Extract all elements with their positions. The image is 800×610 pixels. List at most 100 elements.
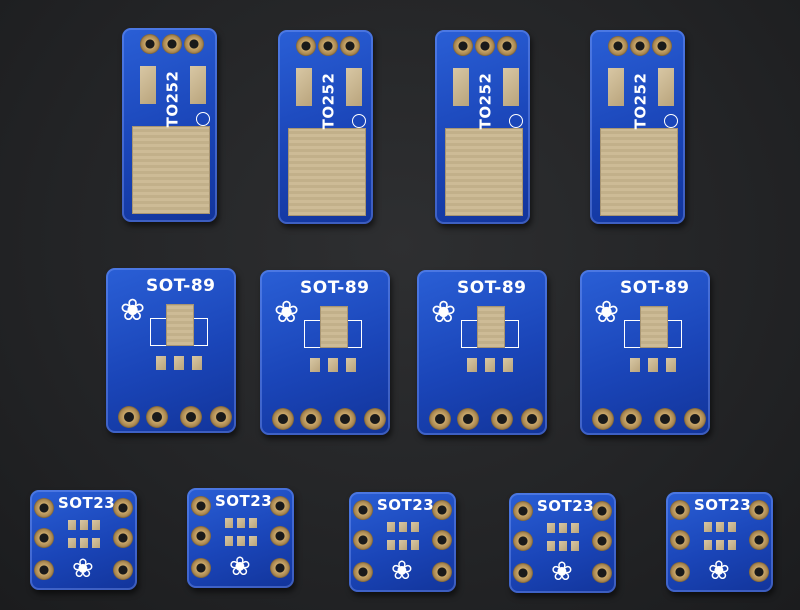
thermal-pad: [288, 128, 366, 216]
solder-hole: [34, 498, 54, 518]
solder-hole: [684, 408, 706, 430]
solder-hole: [654, 408, 676, 430]
solder-hole: [353, 562, 373, 582]
smd-pad: [630, 358, 640, 372]
smd-pad: [387, 540, 395, 550]
adafruit-star-icon: ❀: [120, 293, 146, 328]
smd-pad: [68, 520, 76, 530]
smd-pad: [559, 523, 567, 533]
solder-hole: [432, 530, 452, 550]
solder-hole: [592, 501, 612, 521]
sot89-breakout-board: SOT-89❀: [580, 270, 710, 435]
solder-hole: [146, 406, 168, 428]
solder-hole: [592, 531, 612, 551]
solder-hole: [670, 500, 690, 520]
smd-pad: [387, 522, 395, 532]
solder-hole: [353, 530, 373, 550]
smd-pad: [140, 66, 156, 104]
solder-hole: [630, 36, 650, 56]
smd-pad: [174, 356, 184, 370]
smd-pad: [225, 536, 233, 546]
sot89-breakout-board: SOT-89❀: [260, 270, 390, 435]
solder-hole: [34, 560, 54, 580]
thermal-pad: [132, 126, 210, 214]
package-label: TO252: [163, 70, 182, 128]
solder-hole: [270, 558, 290, 578]
solder-hole: [475, 36, 495, 56]
to252-breakout-board: TO252: [435, 30, 530, 224]
tab-pad: [320, 306, 348, 348]
smd-pad: [346, 358, 356, 372]
solder-hole: [749, 562, 769, 582]
package-label: SOT23: [537, 497, 595, 515]
package-label: TO252: [631, 72, 650, 130]
package-label: SOT23: [694, 496, 752, 514]
smd-pad: [237, 536, 245, 546]
solder-hole: [300, 408, 322, 430]
package-label: SOT-89: [146, 276, 216, 296]
sot89-breakout-board: SOT-89❀: [106, 268, 236, 433]
smd-pad: [547, 523, 555, 533]
solder-hole: [608, 36, 628, 56]
smd-pad: [716, 522, 724, 532]
solder-hole: [296, 36, 316, 56]
smd-pad: [728, 522, 736, 532]
sot23-breakout-board: SOT23❀: [30, 490, 137, 590]
pin1-marker: [196, 112, 210, 126]
solder-hole: [270, 496, 290, 516]
solder-hole: [34, 528, 54, 548]
adafruit-star-icon: ❀: [72, 554, 94, 584]
smd-pad: [559, 541, 567, 551]
adafruit-star-icon: ❀: [391, 556, 413, 586]
solder-hole: [432, 562, 452, 582]
to252-breakout-board: TO252: [278, 30, 373, 224]
solder-hole: [162, 34, 182, 54]
package-label: SOT23: [215, 492, 273, 510]
solder-hole: [670, 562, 690, 582]
solder-hole: [118, 406, 140, 428]
solder-hole: [432, 500, 452, 520]
solder-hole: [513, 501, 533, 521]
smd-pad: [704, 540, 712, 550]
adafruit-star-icon: ❀: [274, 295, 300, 330]
tab-pad: [166, 304, 194, 346]
smd-pad: [296, 68, 312, 106]
sot23-breakout-board: SOT23 ❀: [509, 493, 616, 593]
solder-hole: [620, 408, 642, 430]
smd-pad: [571, 523, 579, 533]
smd-pad: [716, 540, 724, 550]
adafruit-star-icon: ❀: [551, 557, 573, 587]
solder-hole: [592, 563, 612, 583]
tab-pad: [640, 306, 668, 348]
smd-pad: [658, 68, 674, 106]
solder-hole: [334, 408, 356, 430]
smd-pad: [328, 358, 338, 372]
solder-hole: [749, 500, 769, 520]
package-label: SOT-89: [457, 278, 527, 298]
adafruit-star-icon: ❀: [594, 295, 620, 330]
smd-pad: [503, 68, 519, 106]
smd-pad: [704, 522, 712, 532]
solder-hole: [113, 498, 133, 518]
solder-hole: [453, 36, 473, 56]
package-label: SOT23: [377, 496, 435, 514]
smd-pad: [399, 540, 407, 550]
solder-hole: [592, 408, 614, 430]
package-label: SOT-89: [300, 278, 370, 298]
to252-breakout-board: TO252: [122, 28, 217, 222]
smd-pad: [80, 538, 88, 548]
solder-hole: [521, 408, 543, 430]
smd-pad: [237, 518, 245, 528]
sot23-breakout-board: SOT23❀: [666, 492, 773, 592]
solder-hole: [113, 560, 133, 580]
solder-hole: [272, 408, 294, 430]
smd-pad: [728, 540, 736, 550]
thermal-pad: [445, 128, 523, 216]
smd-pad: [192, 356, 202, 370]
smd-pad: [608, 68, 624, 106]
to252-breakout-board: TO252: [590, 30, 685, 224]
sot89-breakout-board: SOT-89❀: [417, 270, 547, 435]
solder-hole: [513, 563, 533, 583]
solder-hole: [364, 408, 386, 430]
smd-pad: [503, 358, 513, 372]
